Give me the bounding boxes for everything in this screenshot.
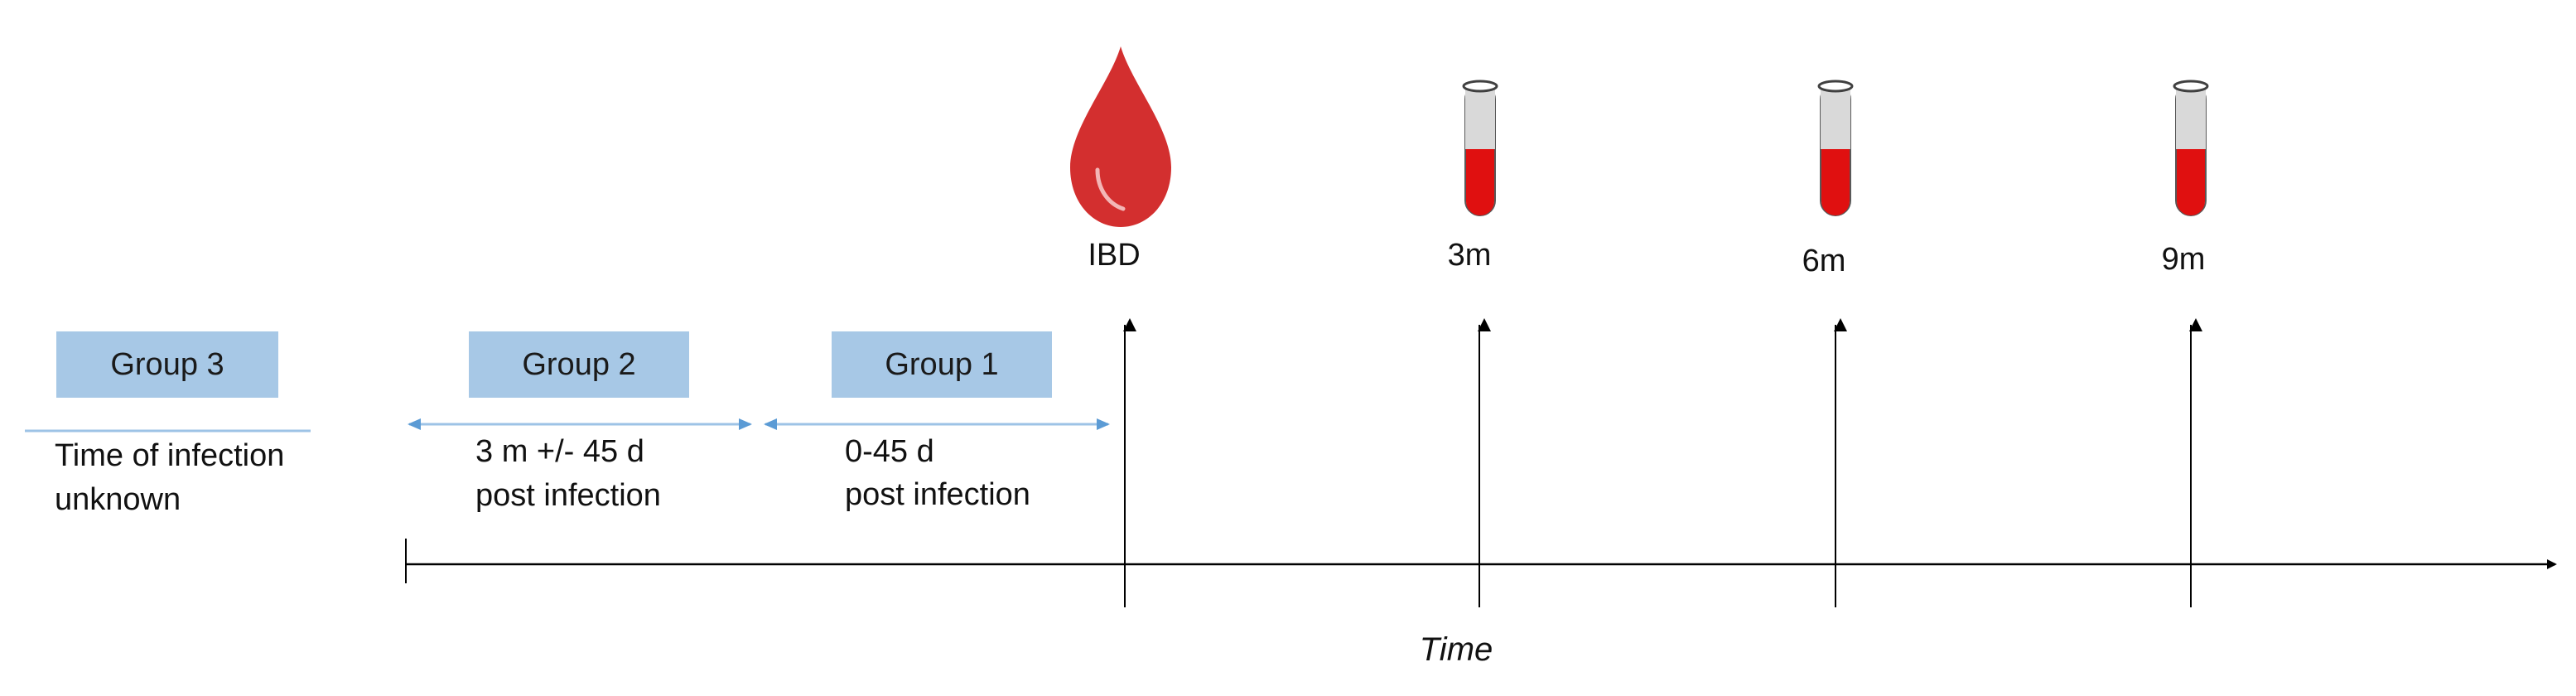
test-tube-icon: [2173, 80, 2209, 216]
group3-description-line1: Time of infection: [55, 438, 285, 473]
group3-box: Group 3: [56, 331, 278, 398]
group2-description-line1: 3 m +/- 45 d: [475, 434, 644, 469]
group2-label: Group 2: [522, 346, 636, 382]
test-tube-icon: [1462, 80, 1498, 216]
group2-box: Group 2: [469, 331, 689, 398]
group1-description-line2: post infection: [845, 477, 1030, 512]
timepoint-label-6m: 6m: [1802, 244, 1846, 278]
timepoint-label-ibd: IBD: [1088, 238, 1141, 273]
group3-description-line2: unknown: [55, 482, 181, 517]
group1-box: Group 1: [832, 331, 1052, 398]
timepoint-label-9m: 9m: [2161, 242, 2206, 277]
group3-label: Group 3: [110, 346, 224, 382]
test-tube-icon: [1817, 80, 1854, 216]
group1-description-line1: 0-45 d: [845, 434, 934, 469]
group1-label: Group 1: [885, 346, 999, 382]
time-axis-label: Time: [1419, 631, 1493, 668]
group2-description-line2: post infection: [475, 478, 661, 513]
timepoint-label-3m: 3m: [1447, 238, 1492, 273]
blood-drop-icon: [1070, 46, 1171, 227]
